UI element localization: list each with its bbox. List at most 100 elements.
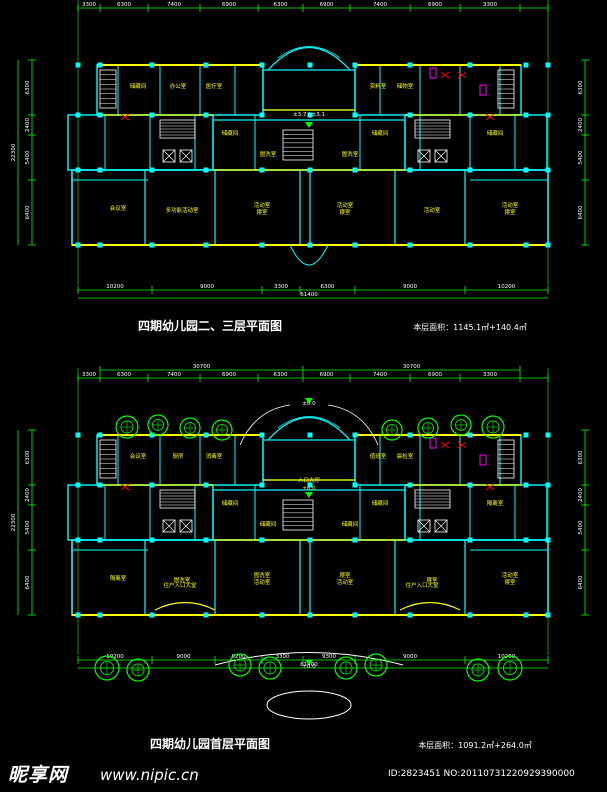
tree-symbol-inner xyxy=(369,658,383,672)
room-label: 储藏间 xyxy=(222,129,239,137)
entry-arc xyxy=(154,601,216,611)
tree-symbol xyxy=(334,656,358,680)
room-label: ±0.0 xyxy=(302,486,316,492)
dimension-label: 6900 xyxy=(222,372,236,378)
stair xyxy=(282,499,314,531)
elevator xyxy=(162,519,176,533)
dimension-total: 22300 xyxy=(11,143,17,161)
room-label: 活动室 xyxy=(502,571,519,579)
column xyxy=(545,112,551,118)
tree-symbol xyxy=(179,417,201,439)
tree-symbol xyxy=(228,653,252,677)
tree-symbol xyxy=(147,414,169,436)
elevator xyxy=(179,519,193,533)
entrance-canopy-inner xyxy=(277,416,341,429)
door-symbol xyxy=(440,71,450,79)
column xyxy=(407,167,413,173)
column xyxy=(97,112,103,118)
plaza-oval xyxy=(266,690,352,720)
dimension-label: 6400 xyxy=(578,205,584,219)
dimension-label: 5400 xyxy=(25,520,31,534)
column xyxy=(407,432,413,438)
column xyxy=(545,612,551,618)
column xyxy=(407,612,413,618)
column xyxy=(203,112,209,118)
tree-symbol xyxy=(450,414,472,436)
dimension-label: 6300 xyxy=(578,80,584,94)
column xyxy=(259,62,265,68)
tree-symbol-inner xyxy=(216,424,228,436)
column xyxy=(523,62,529,68)
room-label: 医疗室 xyxy=(206,82,223,90)
column xyxy=(75,167,81,173)
column xyxy=(149,242,155,248)
dimension-label: 3300 xyxy=(483,2,497,8)
dimension-label: 6400 xyxy=(578,575,584,589)
elevator xyxy=(162,149,176,163)
fixture-mark xyxy=(479,454,487,466)
column xyxy=(97,612,103,618)
room-label: 值班室 xyxy=(370,452,387,460)
stair xyxy=(282,129,314,161)
column xyxy=(545,167,551,173)
column xyxy=(467,482,473,488)
column xyxy=(545,242,551,248)
dimension-label: 6300 xyxy=(25,80,31,94)
tree-symbol-inner xyxy=(131,663,145,677)
column xyxy=(523,537,529,543)
room-label: 寝室 xyxy=(426,576,438,584)
elevator-cross xyxy=(179,149,193,163)
dimension-label: 6300 xyxy=(117,372,131,378)
column xyxy=(307,112,313,118)
room-label: 会议室 xyxy=(130,452,147,460)
room-label: 活动室 xyxy=(254,578,271,586)
room-label: 会议室 xyxy=(110,204,127,212)
column xyxy=(523,167,529,173)
column xyxy=(149,537,155,543)
entrance-canopy-inner xyxy=(277,46,341,59)
dimension-label: 6300 xyxy=(321,284,335,290)
tree-symbol xyxy=(497,655,523,681)
dimension-label: 6300 xyxy=(274,372,288,378)
dimension-label: 6300 xyxy=(274,2,288,8)
room-label: 储藏间 xyxy=(222,499,239,507)
column xyxy=(545,432,551,438)
tree-symbol-inner xyxy=(502,661,517,676)
column xyxy=(467,432,473,438)
watermark-id: ID:2823451 NO:20110731220929390000 xyxy=(388,769,575,779)
dimension-label: 6900 xyxy=(320,372,334,378)
door-symbol xyxy=(440,441,450,449)
elevator xyxy=(434,519,448,533)
dimension-label: 30700 xyxy=(193,364,211,370)
tree-symbol-inner xyxy=(455,419,467,431)
dimension-label: 9000 xyxy=(403,654,417,660)
dimension-label: 3300 xyxy=(276,654,290,660)
door-symbol xyxy=(120,113,130,121)
plan-title: 四期幼儿园首层平面图 xyxy=(150,736,270,751)
room-label: 储藏间 xyxy=(372,129,389,137)
room-label: 寝室 xyxy=(504,578,516,586)
column xyxy=(149,612,155,618)
room-label: 多功能活动室 xyxy=(165,206,199,214)
elevator xyxy=(417,519,431,533)
column xyxy=(149,482,155,488)
entrance-canopy xyxy=(267,47,351,71)
dimension-label: 6300 xyxy=(25,450,31,464)
dimension-label: 9000 xyxy=(200,284,214,290)
column xyxy=(545,62,551,68)
room-label: 隔离室 xyxy=(487,499,504,507)
room-label: 盥洗室 xyxy=(174,576,191,584)
room-label: 寝室 xyxy=(339,571,351,579)
level-label: ±0.0 xyxy=(302,401,316,407)
dimension-label: 3300 xyxy=(483,372,497,378)
level-marker xyxy=(305,492,313,498)
column xyxy=(352,432,358,438)
column xyxy=(307,612,313,618)
tree-symbol xyxy=(258,656,282,680)
column xyxy=(259,167,265,173)
fixture-mark xyxy=(429,437,437,449)
room-label: 寝室 xyxy=(504,208,516,216)
central-hall xyxy=(262,439,356,481)
